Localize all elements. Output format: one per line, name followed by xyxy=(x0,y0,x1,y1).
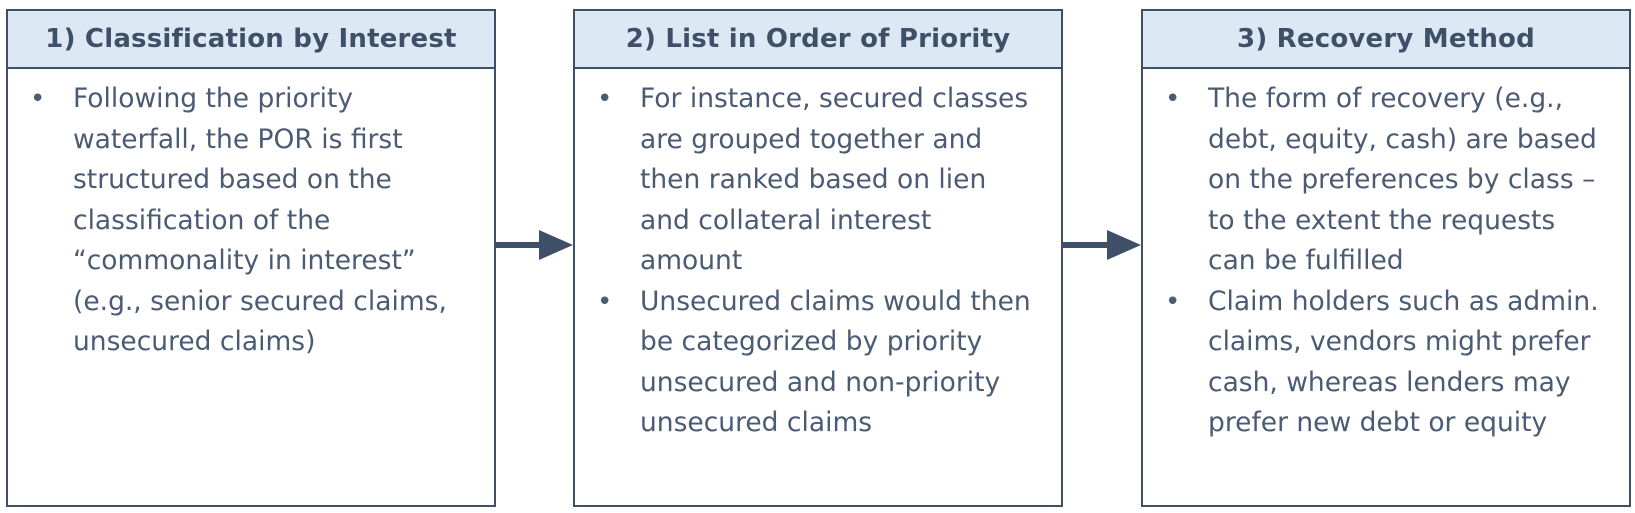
bullet-text: Unsecured claims would then be categoriz… xyxy=(640,285,1031,439)
bullet-text: Claim holders such as admin. claims, ven… xyxy=(1208,285,1599,439)
bullet-dot-icon: • xyxy=(30,84,46,114)
step-title: 3) Recovery Method xyxy=(1143,11,1629,69)
step-title: 2) List in Order of Priority xyxy=(575,11,1061,69)
bullet-dot-icon: • xyxy=(597,286,613,317)
arrow-right-icon xyxy=(495,230,573,260)
bullet-text: Following the priority waterfall, the PO… xyxy=(73,83,447,357)
bullet-dot-icon: • xyxy=(1165,286,1181,317)
bullet-item: • For instance, secured classes are group… xyxy=(597,79,1037,282)
bullet-item: • Following the priority waterfall, the P… xyxy=(30,79,470,363)
step-box-recovery: 3) Recovery Method • The form of recovery… xyxy=(1141,9,1631,507)
bullet-text: The form of recovery (e.g., debt, equity… xyxy=(1208,83,1597,276)
bullet-dot-icon: • xyxy=(1165,84,1181,114)
bullet-list: • The form of recovery (e.g., debt, equit… xyxy=(1165,79,1605,444)
bullet-item: • The form of recovery (e.g., debt, equit… xyxy=(1165,79,1605,282)
bullet-list: • For instance, secured classes are group… xyxy=(597,79,1037,444)
step-title: 1) Classification by Interest xyxy=(8,11,494,69)
bullet-list: • Following the priority waterfall, the P… xyxy=(30,79,470,363)
arrow-right-icon xyxy=(1063,230,1141,260)
bullet-text: For instance, secured classes are groupe… xyxy=(640,83,1029,276)
bullet-dot-icon: • xyxy=(597,84,613,114)
step-body: • For instance, secured classes are group… xyxy=(575,69,1061,444)
bullet-item: • Unsecured claims would then be categori… xyxy=(597,282,1037,444)
step-box-classification: 1) Classification by Interest • Following… xyxy=(6,9,496,507)
step-body: • Following the priority waterfall, the P… xyxy=(8,69,494,363)
bullet-item: • Claim holders such as admin. claims, ve… xyxy=(1165,282,1605,444)
step-body: • The form of recovery (e.g., debt, equit… xyxy=(1143,69,1629,444)
step-box-priority: 2) List in Order of Priority • For instan… xyxy=(573,9,1063,507)
